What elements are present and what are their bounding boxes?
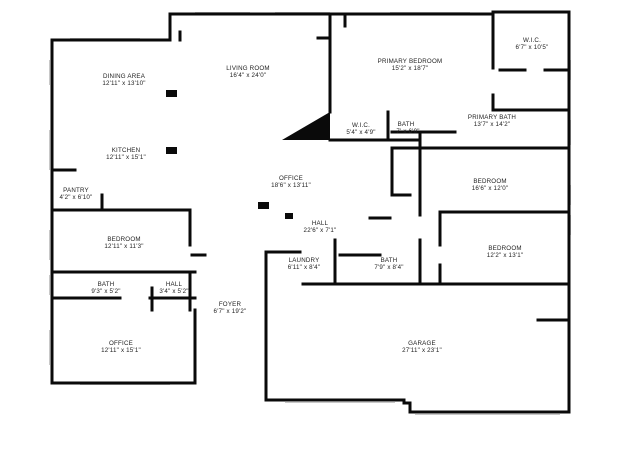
room-dims-wic-small: 5'4" x 4'9" [346,129,375,136]
room-dims-laundry: 6'11" x 8'4" [288,264,320,271]
room-name-garage: GARAGE [408,340,436,347]
room-dims-bedroom-right-mid: 12'2" x 13'1" [487,252,524,259]
room-labels: DINING AREA 12'11" x 13'10" LIVING ROOM … [60,37,549,354]
room-dims-primary-bedroom: 15'2" x 18'7" [392,65,429,72]
room-name-laundry: LAUNDRY [289,257,320,264]
room-name-bath-mid: BATH [381,257,398,264]
room-name-wic-small: W.I.C. [352,122,370,129]
room-name-office-center: OFFICE [279,175,303,182]
room-name-living: LIVING ROOM [226,65,269,72]
room-dims-bath-left: 9'3" x 5'2" [91,288,120,295]
room-name-hall-left: HALL [166,281,183,288]
room-name-hall-center: HALL [312,220,329,227]
room-name-kitchen: KITCHEN [112,147,141,154]
room-dims-office-center: 18'6" x 13'11" [271,182,311,189]
room-name-foyer: FOYER [219,301,242,308]
room-dims-bath-mid: 7'9" x 8'4" [374,264,403,271]
room-dims-office-left: 12'11" x 15'1" [101,347,141,354]
room-dims-hall-center: 22'6" x 7'1" [304,227,337,234]
room-dims-bath-small: 7' x 6'0" [396,128,419,135]
room-dims-foyer: 6'7" x 19'2" [214,308,247,315]
room-name-bedroom-left: BEDROOM [107,236,140,243]
room-name-bedroom-right-top: BEDROOM [473,178,506,185]
room-dims-bedroom-left: 12'11" x 11'3" [104,243,143,250]
walls [50,10,571,414]
room-name-primary-bedroom: PRIMARY BEDROOM [378,58,443,65]
room-name-bath-left: BATH [98,281,115,288]
room-name-primary-bath: PRIMARY BATH [468,114,516,121]
stair-marker [282,112,330,140]
room-dims-kitchen: 12'11" x 15'1" [106,154,146,161]
room-dims-garage: 27'11" x 23'1" [402,347,442,354]
room-name-bath-small: BATH [398,121,415,128]
room-dims-primary-bath: 13'7" x 14'2" [474,121,511,128]
room-name-wic-primary: W.I.C. [523,37,541,44]
room-dims-dining: 12'11" x 13'10" [102,80,145,87]
room-name-bedroom-right-mid: BEDROOM [488,245,521,252]
column-markers [166,90,293,219]
room-name-dining: DINING AREA [103,73,146,80]
room-dims-bedroom-right-top: 16'6" x 12'0" [472,185,509,192]
room-dims-hall-left: 3'4" x 5'2" [159,288,188,295]
room-name-office-left: OFFICE [109,340,133,347]
room-dims-living: 16'4" x 24'0" [230,72,267,79]
room-dims-pantry: 4'2" x 6'10" [60,194,93,201]
room-name-pantry: PANTRY [63,187,89,194]
room-dims-wic-primary: 6'7" x 10'5" [516,44,549,51]
